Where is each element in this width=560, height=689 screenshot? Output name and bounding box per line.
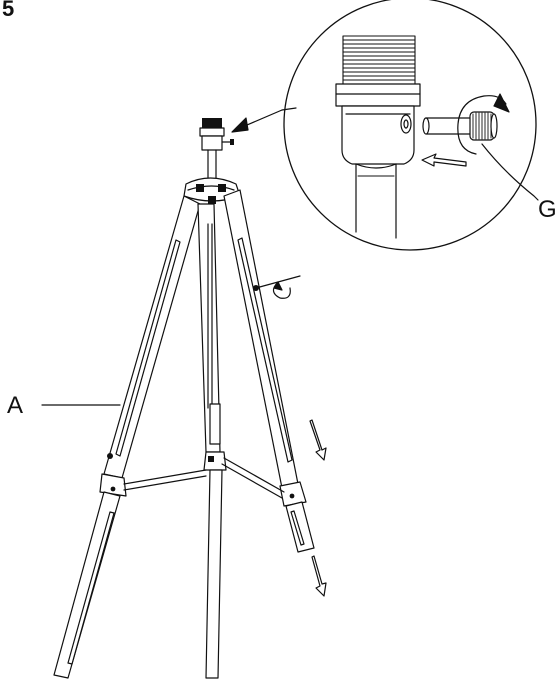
socket-thread <box>342 35 416 85</box>
lamp-socket <box>199 118 234 179</box>
tripod-leg-left <box>53 195 201 679</box>
direction-arrow-icon <box>309 419 327 597</box>
step-number: 5 <box>2 0 15 21</box>
direction-arrow-icon <box>421 153 467 167</box>
rotate-arrow-icon <box>457 93 510 155</box>
tripod-braces <box>123 457 285 499</box>
tripod-leg-right <box>223 189 315 553</box>
detail-magnifier <box>283 0 537 251</box>
detail-pointer <box>231 107 297 133</box>
socket-screw-hole <box>400 114 412 134</box>
wing-screw-icon <box>422 111 498 141</box>
tripod-leg-center <box>197 203 227 679</box>
part-label-a: A <box>7 392 24 419</box>
label-g-leader <box>481 143 539 201</box>
part-label-g: G <box>538 196 557 223</box>
